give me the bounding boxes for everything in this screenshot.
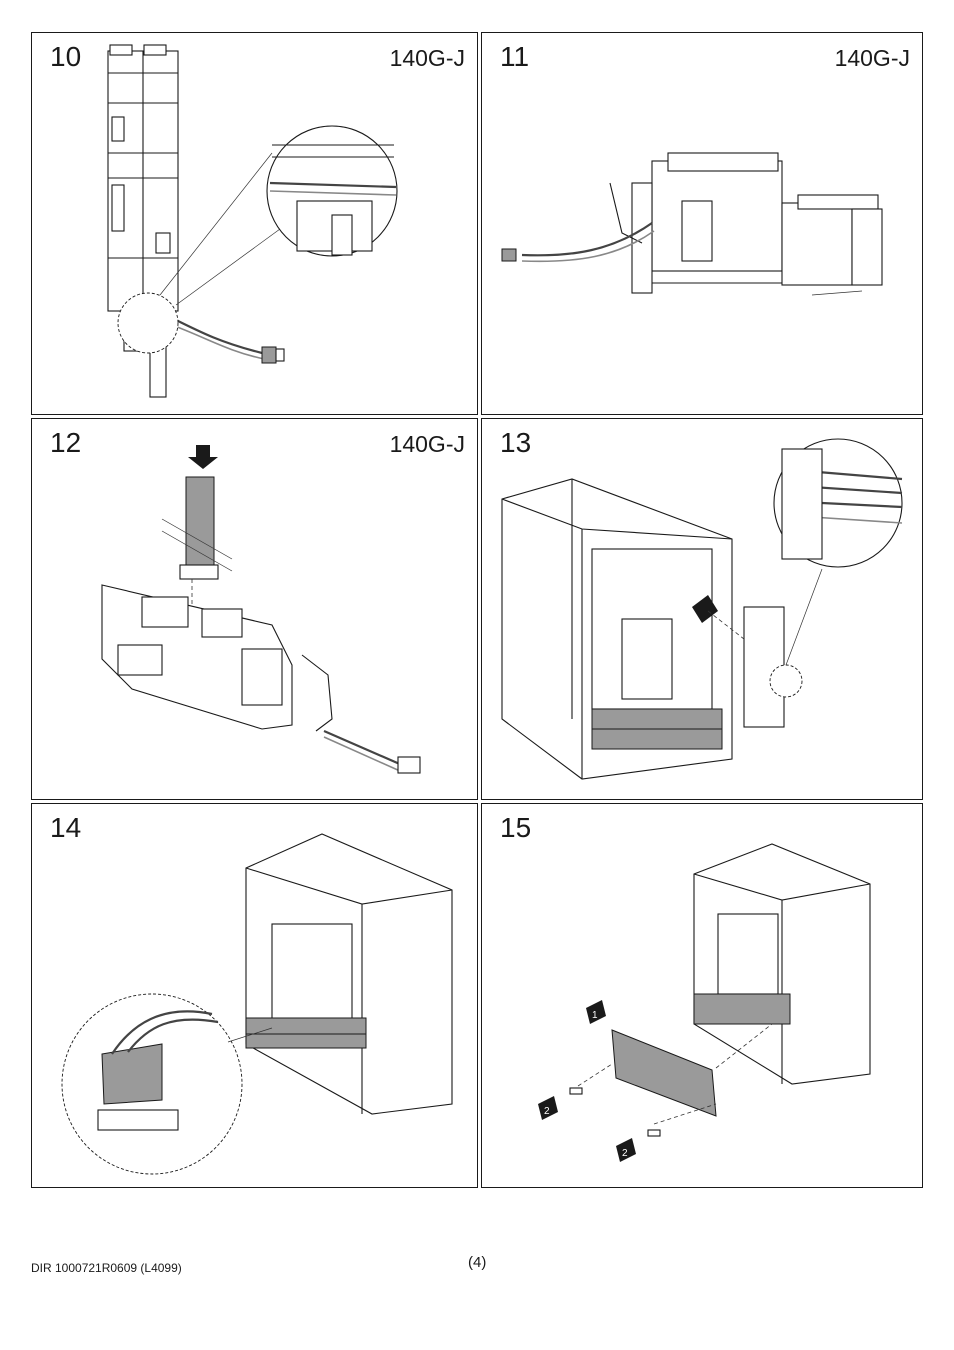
- step-number: 10: [50, 41, 82, 72]
- arrow-left-icon: [692, 595, 718, 623]
- panel-step-10: 10 140G-J: [31, 32, 478, 415]
- callout-arrow-2-icon: [538, 1096, 558, 1120]
- arrow-down-icon: [188, 445, 218, 469]
- panel-step-12: 12 140G-J: [31, 418, 478, 800]
- callout-2-label: 2: [622, 1148, 628, 1159]
- callout-arrow-2-icon: [616, 1138, 636, 1162]
- illustration-side-view-with-connector: [107, 44, 398, 398]
- illustration-top-view-with-cable: [501, 152, 883, 296]
- illustration-cover-fixing: 1 2 2: [538, 843, 871, 1162]
- step-number: 11: [500, 41, 530, 72]
- step-number: 14: [50, 812, 82, 843]
- step-number: 15: [500, 812, 532, 843]
- panel-step-13: 13: [481, 418, 923, 800]
- illustration-breaker-module-mounting: [501, 438, 903, 780]
- panel-step-14: 14: [31, 803, 478, 1188]
- illustration-connector-plugged: [61, 833, 453, 1175]
- callout-1-label: 1: [592, 1010, 598, 1021]
- callout-arrow-1-icon: [586, 1000, 606, 1024]
- model-label: 140G-J: [834, 45, 910, 71]
- step-number: 13: [500, 427, 532, 458]
- page-number: (4): [468, 1254, 487, 1271]
- model-label: 140G-J: [389, 45, 465, 71]
- callout-2-label: 2: [544, 1106, 550, 1117]
- illustration-connector-insertion: [101, 445, 421, 774]
- document-id: DIR 1000721R0609 (L4099): [31, 1261, 182, 1275]
- model-label: 140G-J: [389, 431, 465, 457]
- step-number: 12: [50, 427, 82, 458]
- panel-step-11: 11 140G-J: [481, 32, 923, 415]
- panel-step-15: 15 1 2 2: [481, 803, 923, 1188]
